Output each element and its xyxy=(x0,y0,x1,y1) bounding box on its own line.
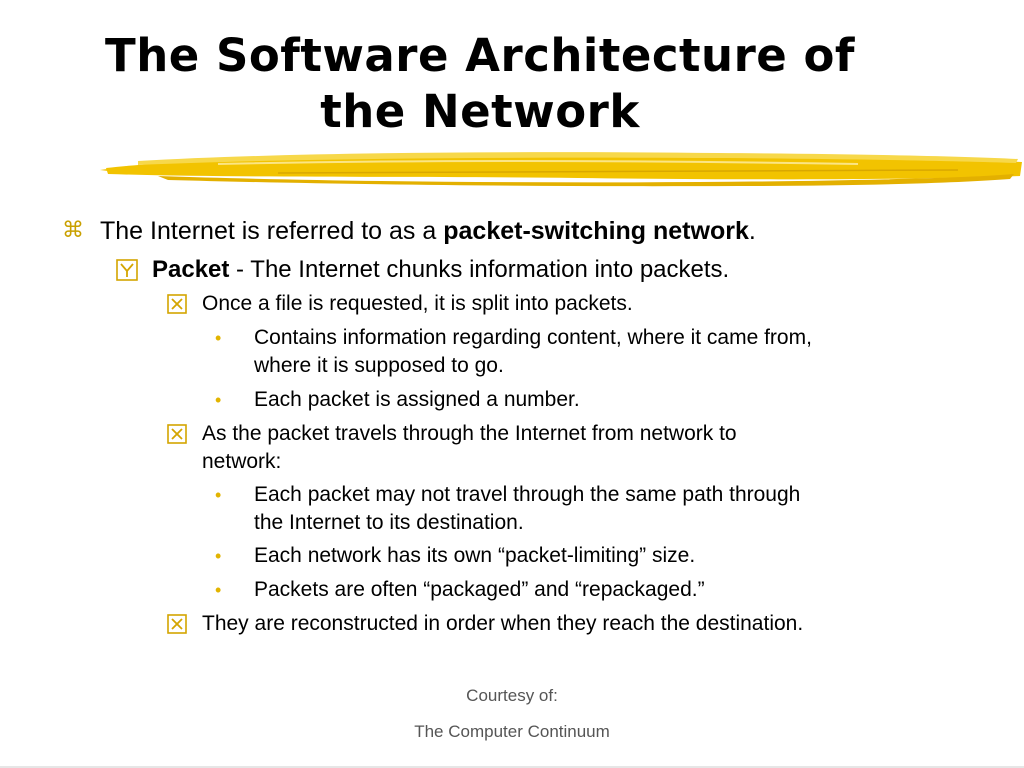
bullet-text: They are reconstructed in order when the… xyxy=(202,612,804,635)
checkbox-x-icon xyxy=(167,610,202,638)
bullet-level3-3: They are reconstructed in order when the… xyxy=(167,610,803,638)
dot-icon: • xyxy=(215,580,222,600)
bullet-text-end: . xyxy=(748,217,756,245)
bullet-text-line2: where it is supposed to go. xyxy=(254,354,504,377)
bullet-text: The Internet is referred to as a xyxy=(100,217,444,245)
slide-title: The Software Architecture of the Network xyxy=(40,28,920,140)
bullet-level3-2: As the packet travels through the Intern… xyxy=(167,420,737,476)
bullet-bold-text: Packet xyxy=(152,256,230,283)
bullet-level3-1: Once a file is requested, it is split in… xyxy=(167,290,633,318)
bullet-level1-1: ⌘ The Internet is referred to as a packe… xyxy=(62,216,756,246)
command-icon: ⌘ xyxy=(62,218,84,243)
bullet-bold-text: packet-switching network xyxy=(443,217,749,245)
bullet-text-line1: As the packet travels through the Intern… xyxy=(202,422,737,445)
footer-source: The Computer Continuum xyxy=(414,722,610,741)
title-line-2: the Network xyxy=(320,85,640,138)
bullet-text-line2: the Internet to its destination. xyxy=(254,511,524,534)
bullet-level4-3: • Each packet may not travel through the… xyxy=(215,481,800,537)
bottom-divider xyxy=(0,766,1024,768)
bullet-text-line2: network: xyxy=(202,450,282,473)
bullet-text-line1: Each packet may not travel through the s… xyxy=(254,483,801,506)
bullet-level2-1: Packet - The Internet chunks information… xyxy=(116,255,729,285)
dot-icon: • xyxy=(215,390,222,410)
dot-icon: • xyxy=(215,546,222,566)
bullet-text: Each packet is assigned a number. xyxy=(254,388,580,411)
brush-stroke-underline xyxy=(100,152,1022,187)
bullet-text: Once a file is requested, it is split in… xyxy=(202,292,633,315)
footer-courtesy: Courtesy of: xyxy=(466,686,558,705)
bullet-text-line1: Contains information regarding content, … xyxy=(254,326,812,349)
dot-icon: • xyxy=(215,328,222,348)
bullet-level4-1: • Contains information regarding content… xyxy=(215,324,812,380)
checkbox-x-icon xyxy=(167,420,202,448)
bullet-level4-4: • Each network has its own “packet-limit… xyxy=(215,542,695,570)
bullet-text: Packets are often “packaged” and “repack… xyxy=(254,578,705,601)
bullet-text: Each network has its own “packet-limitin… xyxy=(254,544,696,567)
checkbox-x-icon xyxy=(167,290,202,318)
dot-icon: • xyxy=(215,485,222,505)
bullet-level4-2: • Each packet is assigned a number. xyxy=(215,386,580,414)
checkbox-y-icon xyxy=(116,255,152,285)
bullet-text: - The Internet chunks information into p… xyxy=(229,256,730,283)
bullet-level4-5: • Packets are often “packaged” and “repa… xyxy=(215,576,705,604)
title-line-1: The Software Architecture of xyxy=(105,29,855,82)
